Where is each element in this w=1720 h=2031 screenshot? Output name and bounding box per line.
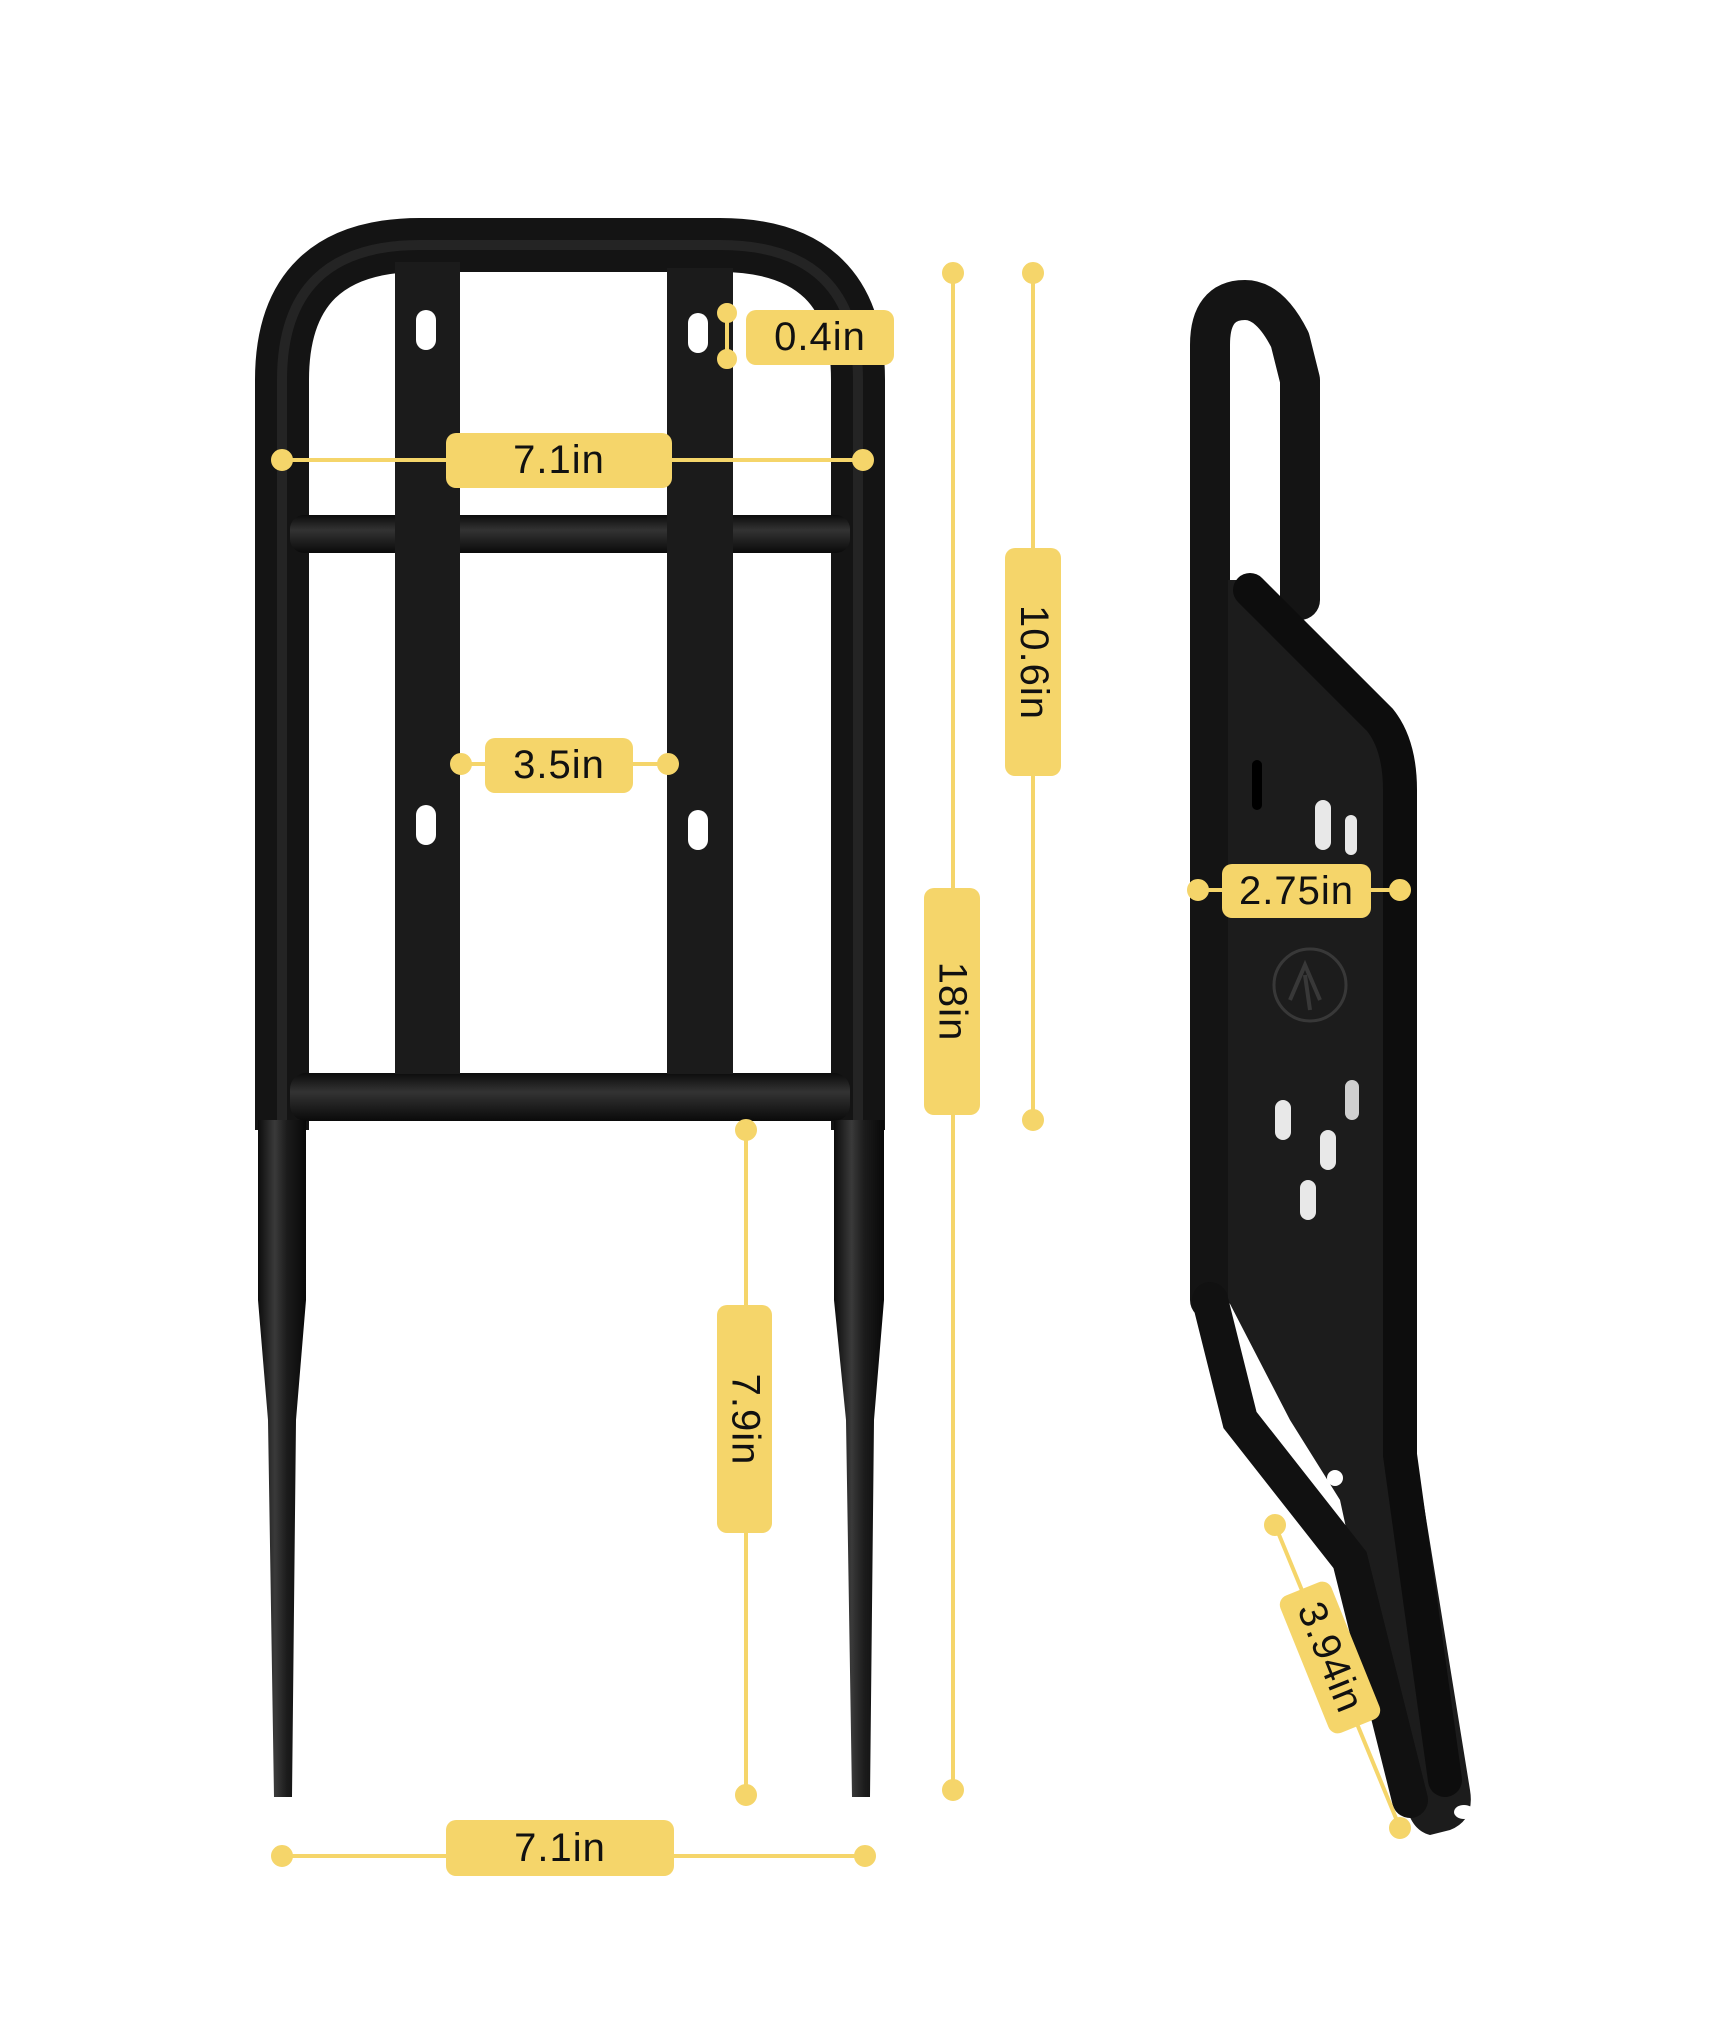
dimension-label-total-height: 18in [924, 888, 980, 1115]
dimension-label-depth: 2.75in [1222, 864, 1371, 918]
dimension-text: 7.9in [723, 1373, 767, 1465]
right-leg [834, 1120, 884, 1797]
dimension-text: 7.1in [513, 438, 605, 482]
side-top-loop [1190, 280, 1320, 1320]
frame-top-loop [255, 218, 885, 1130]
dimension-text: 18in [930, 961, 975, 1042]
dimension-text: 0.4in [774, 315, 866, 359]
right-strap [667, 268, 733, 1074]
dimension-text: 3.5in [513, 743, 605, 787]
dimension-label-top-width: 7.1in [446, 433, 672, 488]
left-strap [395, 262, 460, 1074]
dimension-text: 2.75in [1239, 868, 1354, 913]
dimension-label-platform-height: 10.6in [1005, 548, 1061, 776]
side-view-rack [1190, 280, 1474, 1835]
brand-logo-icon [1272, 947, 1348, 1023]
lower-crossbar [290, 1073, 850, 1121]
dimension-label-bottom-width: 7.1in [446, 1820, 674, 1876]
dimension-label-leg-length: 7.9in [717, 1305, 772, 1533]
left-leg [258, 1120, 306, 1797]
dimension-label-strap-spacing: 3.5in [485, 738, 633, 793]
dimension-text: 10.6in [1011, 604, 1056, 720]
upper-crossbar [290, 515, 850, 553]
dimension-label-hole-height: 0.4in [746, 310, 894, 365]
dimension-text: 7.1in [514, 1825, 606, 1870]
